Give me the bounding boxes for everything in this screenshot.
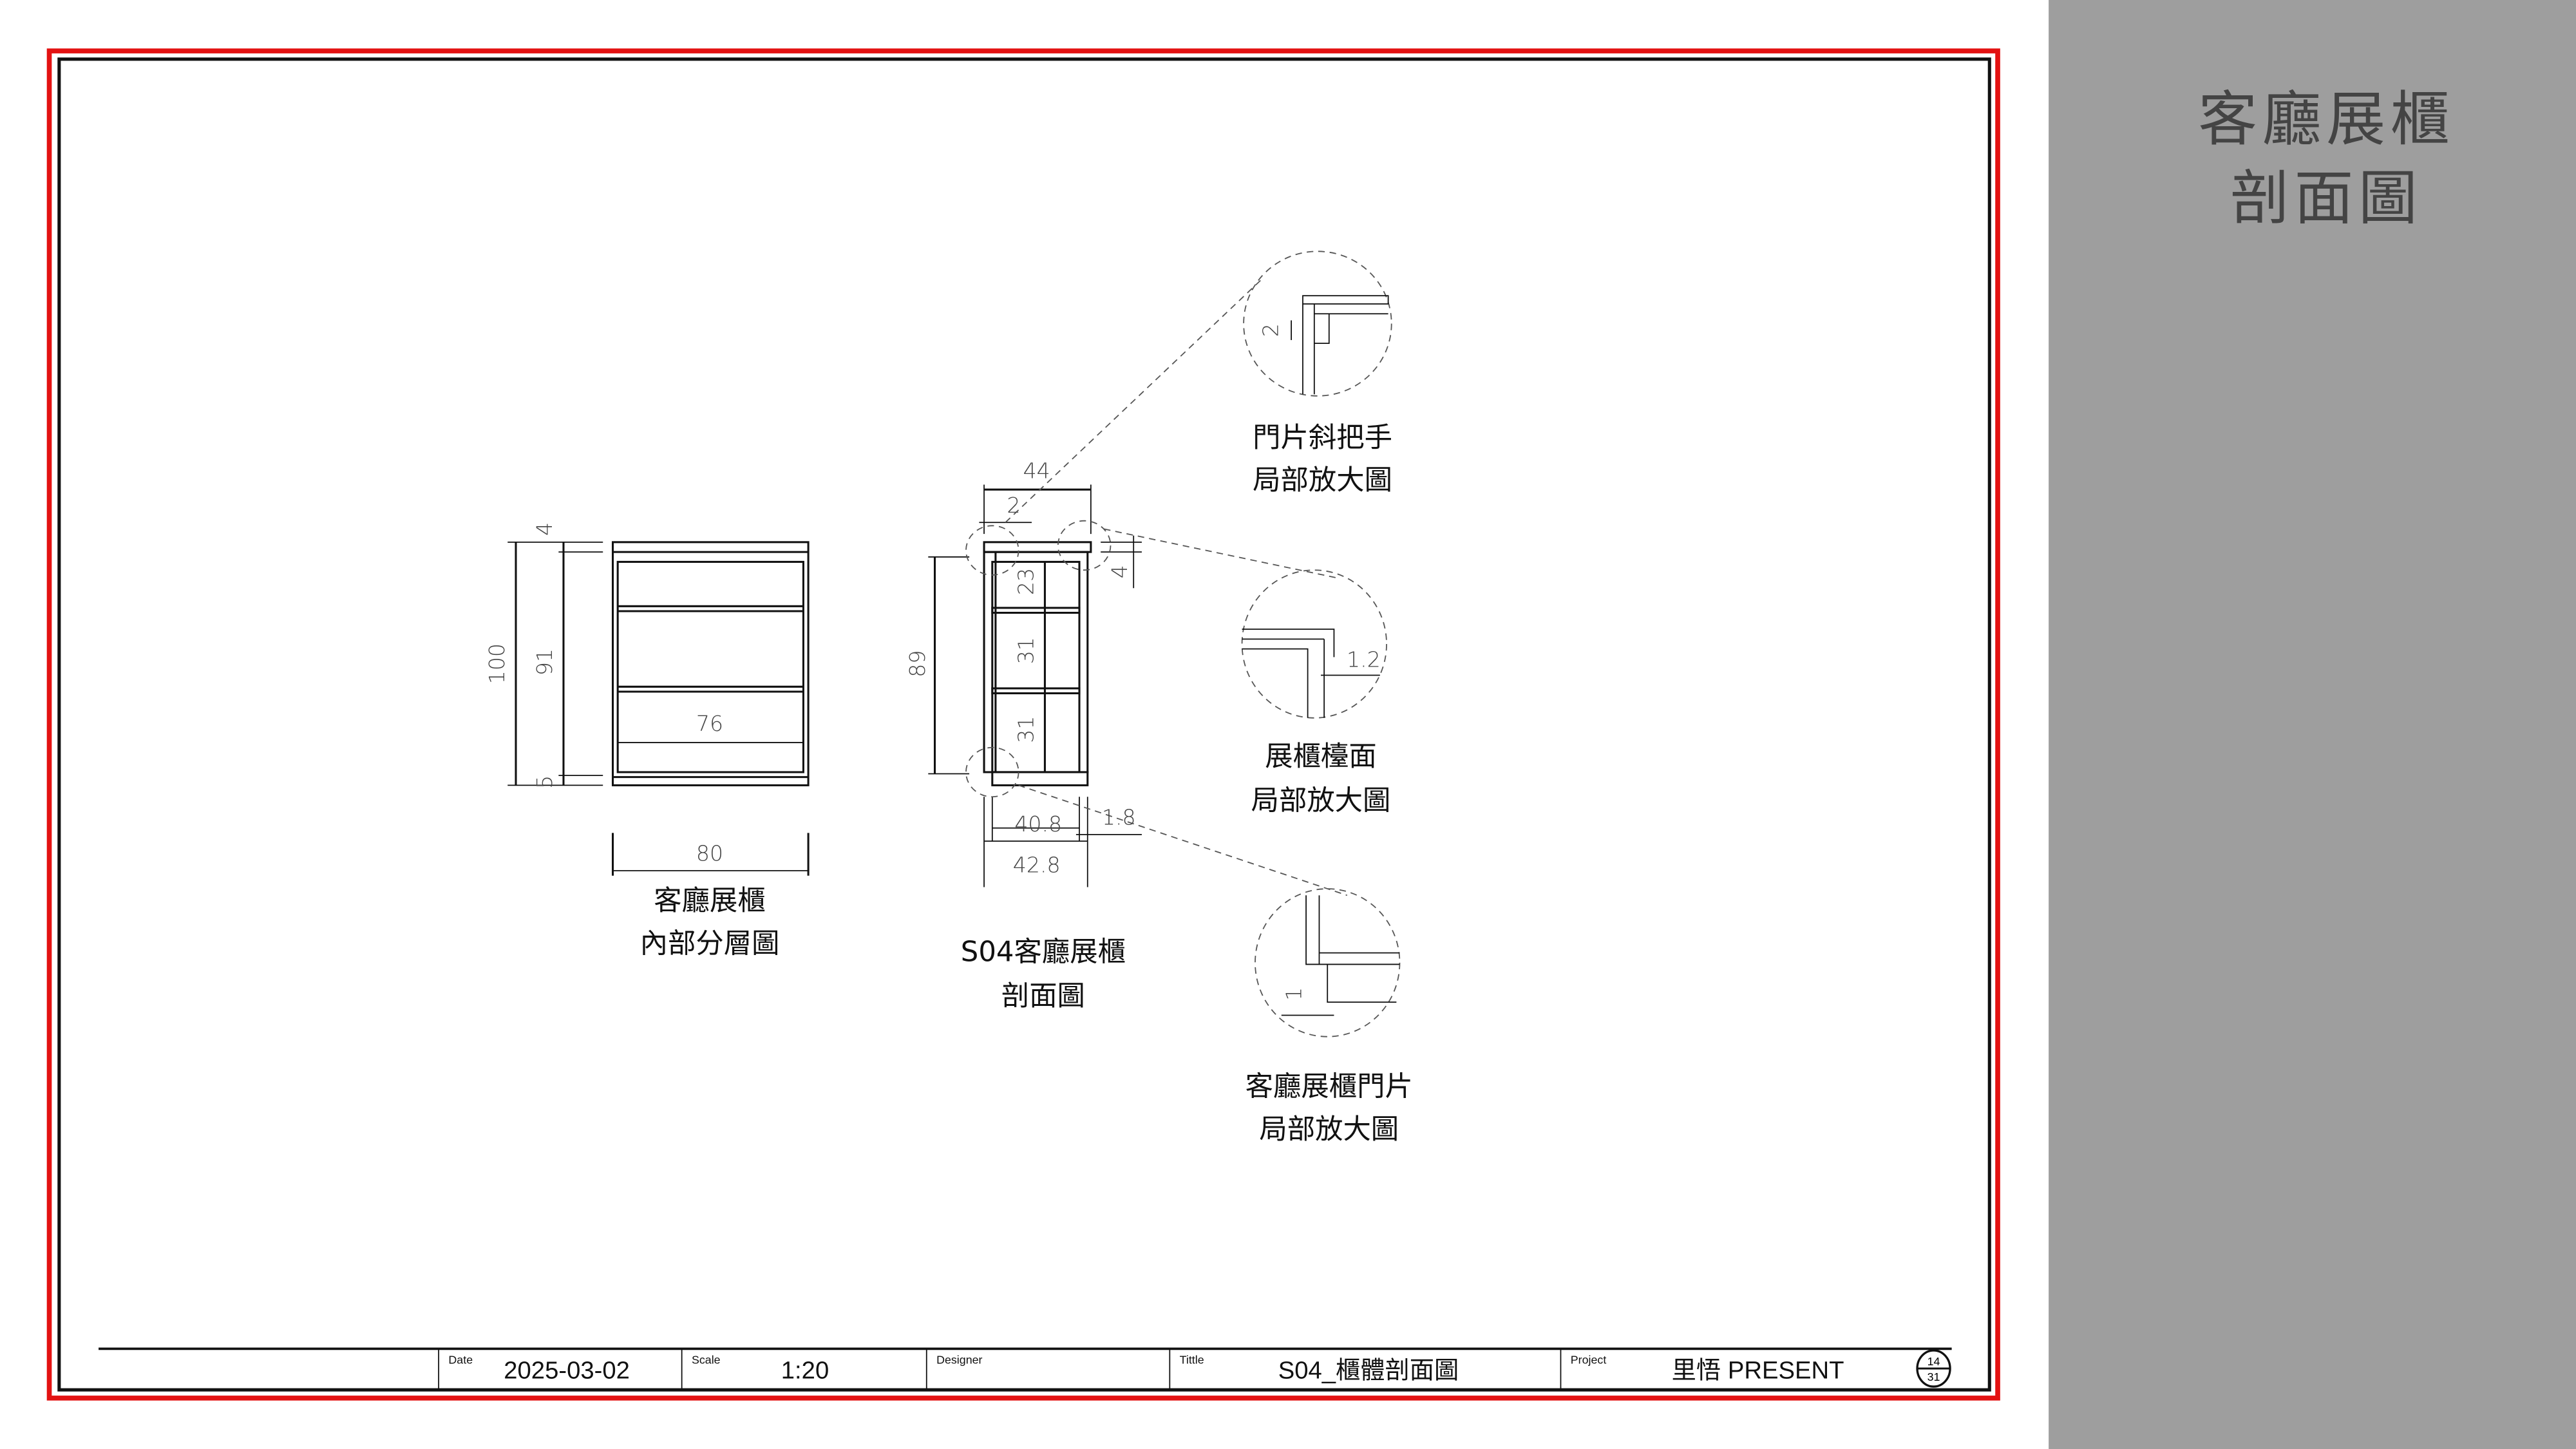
date-label: Date: [448, 1353, 473, 1366]
dim-door-thickness: 1.8: [1102, 805, 1136, 830]
sidebar-panel: [2049, 0, 2576, 1449]
detail3-dim: 1: [1281, 987, 1306, 1001]
detail1-dim: 2: [1258, 323, 1283, 337]
red-frame: [46, 48, 2000, 1401]
dim-inner-height: 91: [532, 649, 557, 676]
dim-bottom: 5: [532, 775, 557, 789]
scale-label: Scale: [692, 1353, 721, 1366]
detail-door-handle: [1243, 251, 1392, 397]
detail3-caption-line2: 局部放大圖: [1259, 1113, 1399, 1146]
detail2-caption-line1: 展櫃檯面: [1265, 741, 1376, 773]
dim-inner-depth: 40.8: [1014, 811, 1062, 837]
detail2-caption-line2: 局部放大圖: [1251, 785, 1391, 817]
project-value: 里悟 PRESENT: [1672, 1356, 1844, 1384]
dim-top: 4: [532, 522, 557, 536]
dim-depth: 44: [1023, 458, 1050, 483]
dim-space-mid: 31: [1014, 637, 1039, 664]
elevation-caption-line1: 客廳展櫃: [654, 885, 765, 917]
dim-overall-width: 80: [696, 841, 723, 866]
section-drawing: [928, 279, 1348, 896]
detail2-dim: 1.2: [1347, 647, 1381, 672]
dim-body-depth: 42.8: [1013, 853, 1061, 878]
detail-countertop: [1241, 569, 1387, 719]
side-title-line2: 剖面圖: [2230, 164, 2422, 232]
dim-overall-height: 100: [484, 643, 509, 684]
page-total: 31: [1927, 1370, 1940, 1383]
detail3-caption-line1: 客廳展櫃門片: [1245, 1071, 1413, 1103]
page-number: 14: [1927, 1355, 1940, 1368]
dim-top-thickness: 4: [1107, 565, 1132, 578]
title-label: Tittle: [1180, 1353, 1204, 1366]
scale-value: 1:20: [781, 1356, 829, 1384]
dim-inner-width: 76: [696, 711, 723, 736]
dim-door-offset: 2: [1007, 493, 1020, 518]
project-label: Project: [1571, 1353, 1607, 1366]
section-caption-line2: 剖面圖: [1001, 980, 1085, 1012]
page-number-badge: 14 31: [1916, 1349, 1951, 1388]
dim-height: 89: [905, 650, 930, 677]
designer-label: Designer: [936, 1353, 982, 1366]
date-value: 2025-03-02: [504, 1356, 630, 1384]
dim-space-top: 23: [1014, 568, 1039, 595]
sheet-border: [57, 57, 1991, 1392]
elevation-drawing: [507, 541, 810, 876]
detail1-caption-line2: 局部放大圖: [1253, 464, 1392, 497]
title-value: S04_櫃體剖面圖: [1278, 1356, 1459, 1384]
detail-door-panel: [1255, 888, 1401, 1037]
dim-space-bottom: 31: [1014, 716, 1039, 743]
section-caption-line1: S04客廳展櫃: [961, 936, 1126, 968]
detail1-caption-line1: 門片斜把手: [1253, 422, 1392, 454]
title-block: [99, 1347, 1952, 1390]
elevation-caption-line2: 內部分層圖: [640, 928, 780, 960]
side-title-line1: 客廳展櫃: [2198, 85, 2454, 154]
